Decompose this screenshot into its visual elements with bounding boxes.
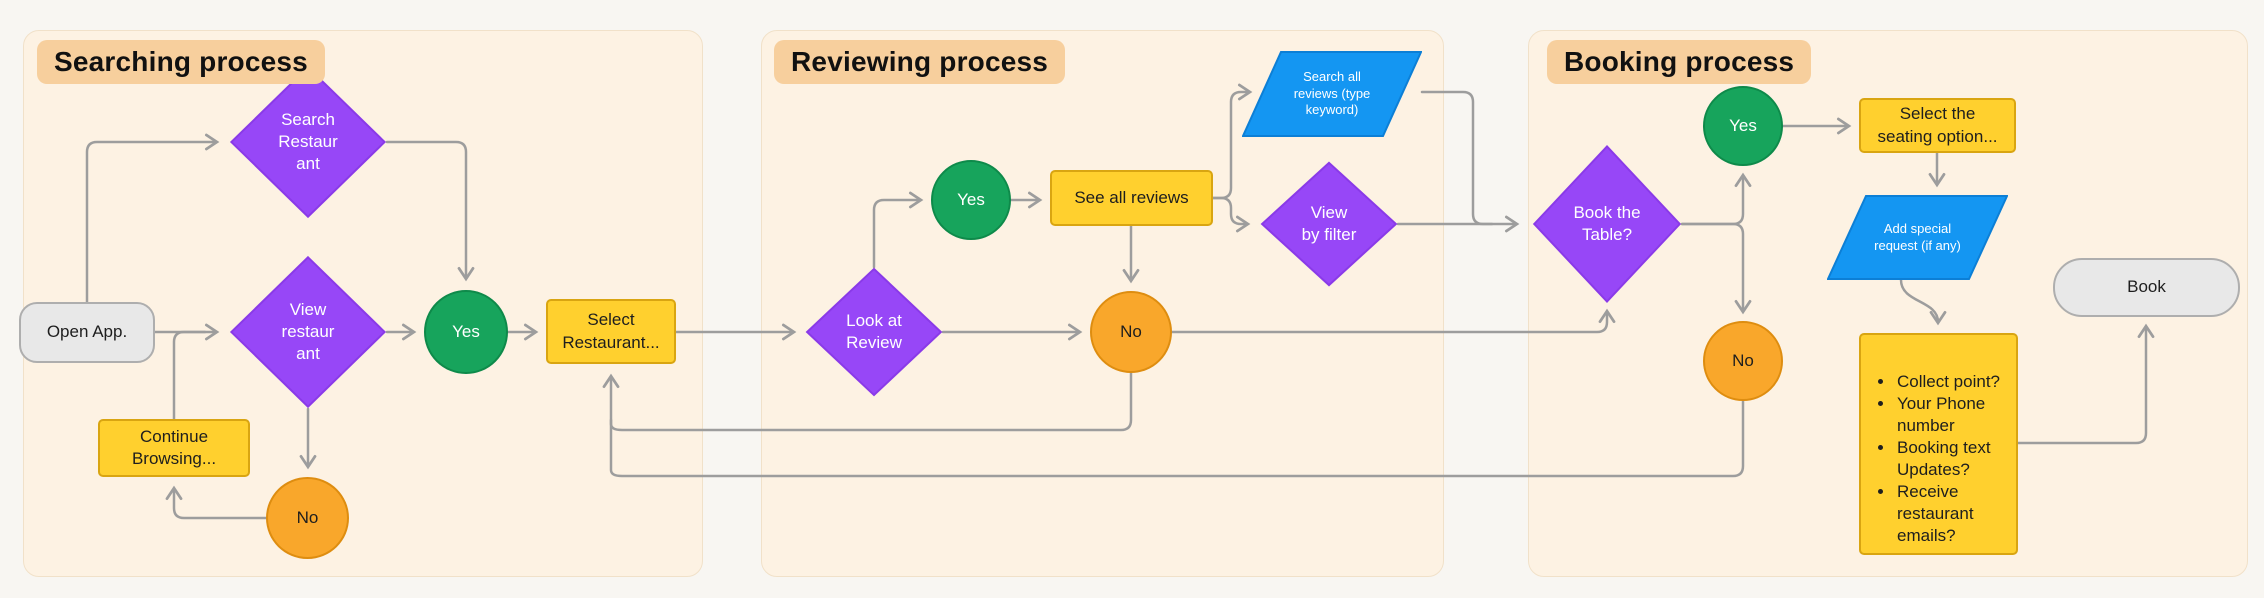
node-book[interactable]: Book	[2053, 258, 2240, 317]
parallelogram-shape-icon	[1827, 195, 2008, 280]
diamond-shape-icon	[805, 267, 943, 397]
diamond-shape-icon	[1532, 144, 1682, 304]
node-yes-searching-label: Yes	[452, 321, 480, 341]
node-no-searching[interactable]: No	[266, 477, 349, 559]
node-add-special-request[interactable]: Add special request (if any)	[1827, 195, 2008, 280]
node-continue-browsing[interactable]: Continue Browsing...	[98, 419, 250, 477]
parallelogram-shape-icon	[1242, 51, 1422, 137]
node-yes-searching[interactable]: Yes	[424, 290, 508, 374]
booking-details-list: Collect point? Your Phone number Booking…	[1871, 371, 2008, 547]
node-book-label: Book	[2127, 277, 2166, 297]
node-select-restaurant[interactable]: Select Restaurant...	[546, 299, 676, 364]
node-view-by-filter[interactable]: View by filter	[1260, 161, 1398, 287]
node-yes-reviewing[interactable]: Yes	[931, 160, 1011, 240]
connector-no-review-to-book-the-table[interactable]	[1170, 308, 1616, 334]
node-search-restaurant[interactable]: Search Restaur ant	[229, 65, 387, 219]
section-title-reviewing[interactable]: Reviewing process	[774, 40, 1066, 84]
connector-book-the-table-to-no[interactable]	[1680, 222, 1752, 315]
node-see-all-reviews[interactable]: See all reviews	[1050, 170, 1213, 226]
node-select-seating[interactable]: Select the seating option...	[1859, 98, 2016, 153]
node-book-the-table[interactable]: Book the Table?	[1532, 144, 1682, 304]
section-title-booking[interactable]: Booking process	[1547, 40, 1812, 84]
connector-no-booking-return-to-select-restaurant[interactable]	[609, 399, 1745, 478]
connector-see-all-reviews-to-view-by-filter[interactable]	[1211, 196, 1251, 233]
booking-details-item: Booking text Updates?	[1895, 437, 2008, 481]
diamond-shape-icon	[229, 255, 387, 409]
node-continue-browsing-label: Continue Browsing...	[131, 426, 217, 468]
node-yes-reviewing-label: Yes	[957, 189, 985, 209]
node-yes-booking[interactable]: Yes	[1703, 86, 1783, 166]
node-no-booking-label: No	[1732, 350, 1754, 370]
connector-search-all-reviews-to-book-the-table[interactable]	[1420, 90, 1494, 226]
node-view-restaurant[interactable]: View restaur ant	[229, 255, 387, 409]
diamond-shape-icon	[229, 65, 387, 219]
booking-details-item: Your Phone number	[1895, 393, 2008, 437]
connector-no-to-continue-browsing[interactable]	[165, 485, 268, 520]
booking-details-item: Receive restaurant emails?	[1895, 481, 2008, 547]
connector-look-at-review-to-yes[interactable]	[872, 191, 924, 269]
booking-details-item: Collect point?	[1895, 371, 2008, 393]
node-see-all-reviews-label: See all reviews	[1074, 187, 1189, 207]
node-no-reviewing[interactable]: No	[1090, 291, 1172, 373]
connector-open-app-to-search-restaurant[interactable]	[85, 133, 220, 304]
node-select-seating-label: Select the seating option...	[1877, 104, 1998, 146]
connector-book-the-table-to-yes[interactable]	[1680, 172, 1752, 226]
section-title-searching[interactable]: Searching process	[37, 40, 325, 84]
node-booking-details[interactable]: Collect point? Your Phone number Booking…	[1859, 333, 2018, 555]
node-select-restaurant-label: Select Restaurant...	[562, 310, 660, 352]
connector-add-special-request-to-booking-details[interactable]	[1899, 278, 1947, 326]
node-yes-booking-label: Yes	[1729, 115, 1757, 135]
diamond-shape-icon	[1260, 161, 1398, 287]
node-look-at-review[interactable]: Look at Review	[805, 267, 943, 397]
node-no-booking[interactable]: No	[1703, 321, 1783, 401]
connector-continue-browsing-to-view-restaurant[interactable]	[172, 330, 207, 421]
connector-search-restaurant-to-yes[interactable]	[385, 140, 475, 282]
connector-booking-details-to-book[interactable]	[2016, 323, 2155, 445]
node-open-app[interactable]: Open App.	[19, 302, 155, 363]
node-no-searching-label: No	[296, 507, 319, 527]
node-open-app-label: Open App.	[46, 322, 128, 342]
node-no-reviewing-label: No	[1120, 321, 1142, 341]
node-search-all-reviews[interactable]: Search all reviews (type keyword)	[1242, 51, 1422, 137]
